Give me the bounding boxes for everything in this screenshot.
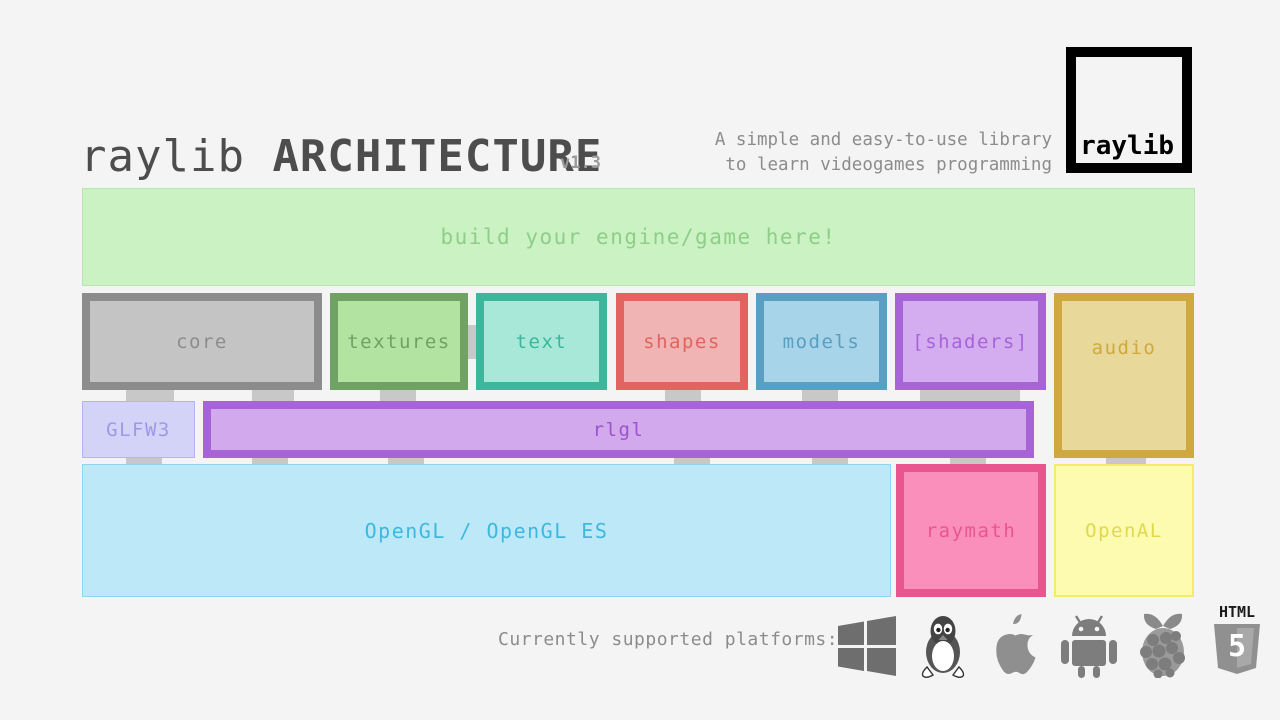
platforms-label: Currently supported platforms: bbox=[498, 629, 839, 650]
page-title-bold: ARCHITECTURE bbox=[272, 131, 603, 182]
linux-icon bbox=[914, 608, 972, 678]
connector-tab bbox=[665, 390, 701, 402]
tagline-line-2: to learn videogames programming bbox=[725, 155, 1052, 175]
module-glfw3-label: GLFW3 bbox=[106, 418, 171, 441]
module-textures-label: textures bbox=[347, 330, 451, 353]
connector-tab bbox=[920, 390, 1020, 402]
module-rlgl[interactable]: rlgl bbox=[203, 401, 1034, 458]
apple-icon bbox=[988, 608, 1044, 678]
module-text[interactable]: text bbox=[476, 293, 607, 390]
android-icon bbox=[1060, 608, 1118, 678]
module-text-label: text bbox=[515, 330, 568, 353]
html5-digit-text: 5 bbox=[1228, 629, 1246, 664]
html5-badge-text: HTML bbox=[1219, 604, 1255, 621]
connector-tab bbox=[126, 390, 174, 402]
module-raymath[interactable]: raymath bbox=[896, 464, 1046, 597]
version-label: v1.3 bbox=[560, 153, 601, 173]
connector-tab bbox=[802, 390, 838, 402]
tagline-line-1: A simple and easy-to-use library bbox=[714, 130, 1052, 150]
module-audio[interactable]: audio bbox=[1054, 293, 1194, 458]
raylib-logo-text: raylib bbox=[1080, 131, 1174, 161]
windows-icon bbox=[836, 608, 898, 678]
connector-tab bbox=[252, 390, 294, 402]
module-opengl[interactable]: OpenGL / OpenGL ES bbox=[82, 464, 891, 597]
module-audio-label: audio bbox=[1091, 337, 1157, 359]
page-title-light: raylib bbox=[80, 131, 273, 182]
page-title: raylib ARCHITECTURE bbox=[80, 131, 602, 182]
raylib-logo: raylib bbox=[1066, 47, 1192, 173]
build-your-game-banner: build your engine/game here! bbox=[82, 188, 1195, 286]
module-textures[interactable]: textures bbox=[330, 293, 468, 390]
module-core-label: core bbox=[176, 330, 228, 353]
module-glfw3[interactable]: GLFW3 bbox=[82, 401, 195, 458]
module-openal-label: OpenAL bbox=[1085, 519, 1163, 542]
module-shapes-label: shapes bbox=[643, 330, 721, 353]
tagline: A simple and easy-to-use library to lear… bbox=[715, 128, 1052, 178]
platform-icon-row: HTML 5 bbox=[836, 602, 1266, 678]
raspberrypi-icon bbox=[1134, 608, 1192, 678]
module-shapes[interactable]: shapes bbox=[616, 293, 748, 390]
module-models[interactable]: models bbox=[756, 293, 887, 390]
module-openal[interactable]: OpenAL bbox=[1054, 464, 1194, 597]
connector-tab bbox=[380, 390, 416, 402]
module-core[interactable]: core bbox=[82, 293, 322, 390]
module-raymath-label: raymath bbox=[925, 519, 1017, 542]
module-rlgl-label: rlgl bbox=[592, 418, 645, 441]
module-opengl-label: OpenGL / OpenGL ES bbox=[364, 518, 609, 543]
banner-label: build your engine/game here! bbox=[440, 225, 837, 249]
html5-icon: HTML 5 bbox=[1208, 604, 1266, 678]
module-shaders[interactable]: [shaders] bbox=[895, 293, 1046, 390]
module-models-label: models bbox=[782, 330, 861, 353]
module-shaders-label: [shaders] bbox=[912, 330, 1029, 353]
